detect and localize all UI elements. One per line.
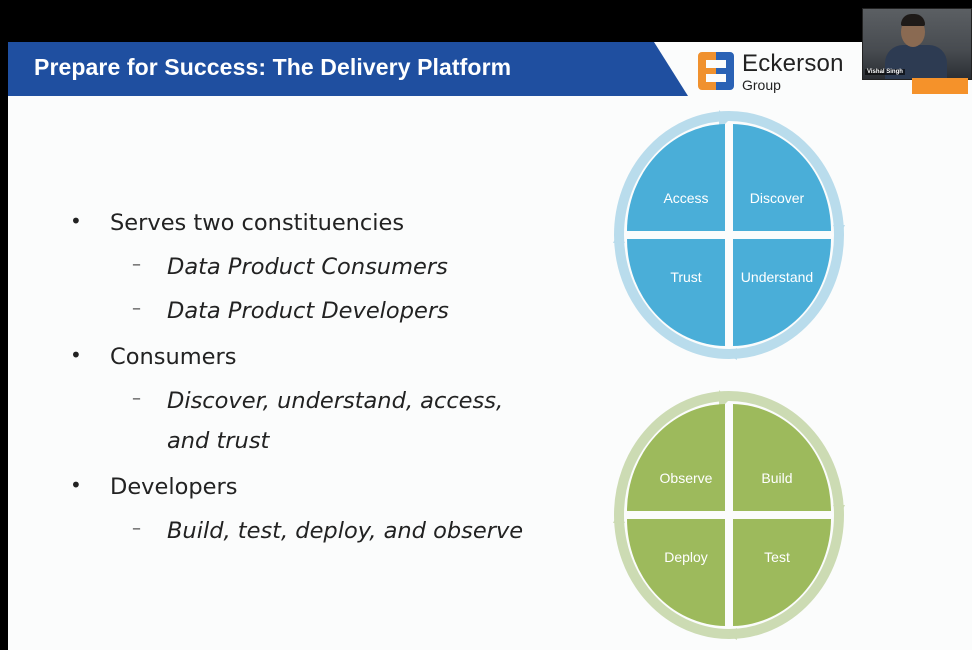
logo-subtitle: Group — [742, 77, 781, 93]
consumer-cycle-diagram: Access Discover Trust Understand — [613, 110, 845, 360]
arrow-head-icon — [727, 628, 737, 640]
quadrant-label: Observe — [660, 470, 713, 486]
bullet-dot: • — [70, 473, 82, 497]
webcam-accent-bar — [912, 78, 968, 94]
arrow-head-icon — [613, 511, 625, 523]
quadrant-label: Test — [764, 549, 790, 565]
arrow-head-icon — [613, 231, 625, 243]
quadrant-understand — [733, 239, 831, 346]
top-letterbox — [0, 0, 972, 42]
bullet-dot: • — [70, 343, 82, 367]
arrow-head-icon — [727, 348, 737, 360]
developer-cycle-diagram: Observe Build Deploy Test — [613, 390, 845, 640]
cycle-ring — [613, 390, 845, 640]
presenter-name-tag: Vishal Singh — [865, 69, 905, 75]
presenter-hair — [901, 14, 925, 26]
logo-name: Eckerson — [742, 50, 844, 77]
quadrant-label: Trust — [670, 269, 701, 285]
eckerson-logo-mark-icon — [698, 52, 734, 90]
quadrant-trust — [627, 239, 725, 346]
quadrant-label: Access — [663, 190, 708, 206]
arrow-head-icon — [833, 225, 845, 237]
eckerson-logo: Eckerson Group — [692, 48, 852, 94]
bullet-dot: • — [70, 209, 82, 233]
quadrant-test — [733, 519, 831, 626]
cycle-ring — [613, 110, 845, 360]
quadrant-label: Deploy — [664, 549, 708, 565]
bullet-dash: – — [132, 254, 141, 275]
presentation-slide: Prepare for Success: The Delivery Platfo… — [8, 42, 972, 650]
quadrant-label: Discover — [750, 190, 805, 206]
quadrant-access — [627, 124, 725, 231]
quadrant-build — [733, 404, 831, 511]
presenter-webcam-video[interactable]: Vishal Singh — [862, 8, 972, 80]
arrow-head-icon — [833, 505, 845, 517]
quadrant-observe — [627, 404, 725, 511]
bullet-dash: – — [132, 298, 141, 319]
quadrant-discover — [733, 124, 831, 231]
quadrant-label: Understand — [741, 269, 813, 285]
title-banner: Prepare for Success: The Delivery Platfo… — [8, 42, 688, 96]
bullet-dash: – — [132, 518, 141, 539]
bullet-dash: – — [132, 388, 141, 409]
slide-title: Prepare for Success: The Delivery Platfo… — [34, 54, 512, 80]
quadrant-deploy — [627, 519, 725, 626]
quadrant-label: Build — [761, 470, 792, 486]
